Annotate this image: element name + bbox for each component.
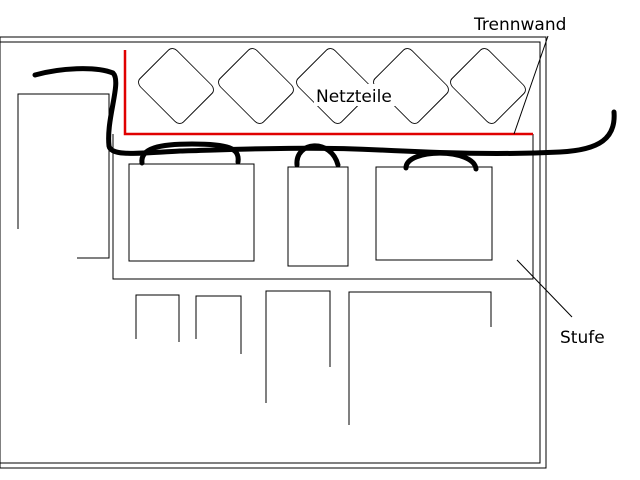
module-middle xyxy=(287,166,349,267)
partition-wall xyxy=(123,50,533,136)
cable-loop-middle xyxy=(294,143,341,168)
stufe-pointer xyxy=(516,259,573,318)
module-right xyxy=(375,166,493,261)
trennwand-pointer xyxy=(513,35,549,135)
lower-box-1 xyxy=(135,294,180,342)
enclosure xyxy=(0,36,547,469)
left-compartment xyxy=(17,93,110,259)
module-row xyxy=(128,163,493,267)
power-supply-5 xyxy=(450,48,526,124)
lower-compartments xyxy=(135,290,492,425)
stufe-label: Stufe xyxy=(560,328,605,348)
power-supply-1 xyxy=(138,48,214,124)
cable-loop-left xyxy=(139,141,241,166)
module-left xyxy=(128,163,255,262)
step-platform xyxy=(112,134,534,280)
power-supply-2 xyxy=(218,48,294,124)
cable xyxy=(32,66,617,172)
netzteile-label-bg xyxy=(314,84,404,106)
lower-box-2 xyxy=(195,295,242,354)
cable-loop-right xyxy=(403,150,479,172)
lower-box-3 xyxy=(265,290,331,403)
trennwand-label: Trennwand xyxy=(473,15,566,35)
lower-box-4 xyxy=(348,291,492,425)
netzteile-label: Netzteile xyxy=(316,87,392,107)
pointer-lines xyxy=(513,35,573,318)
